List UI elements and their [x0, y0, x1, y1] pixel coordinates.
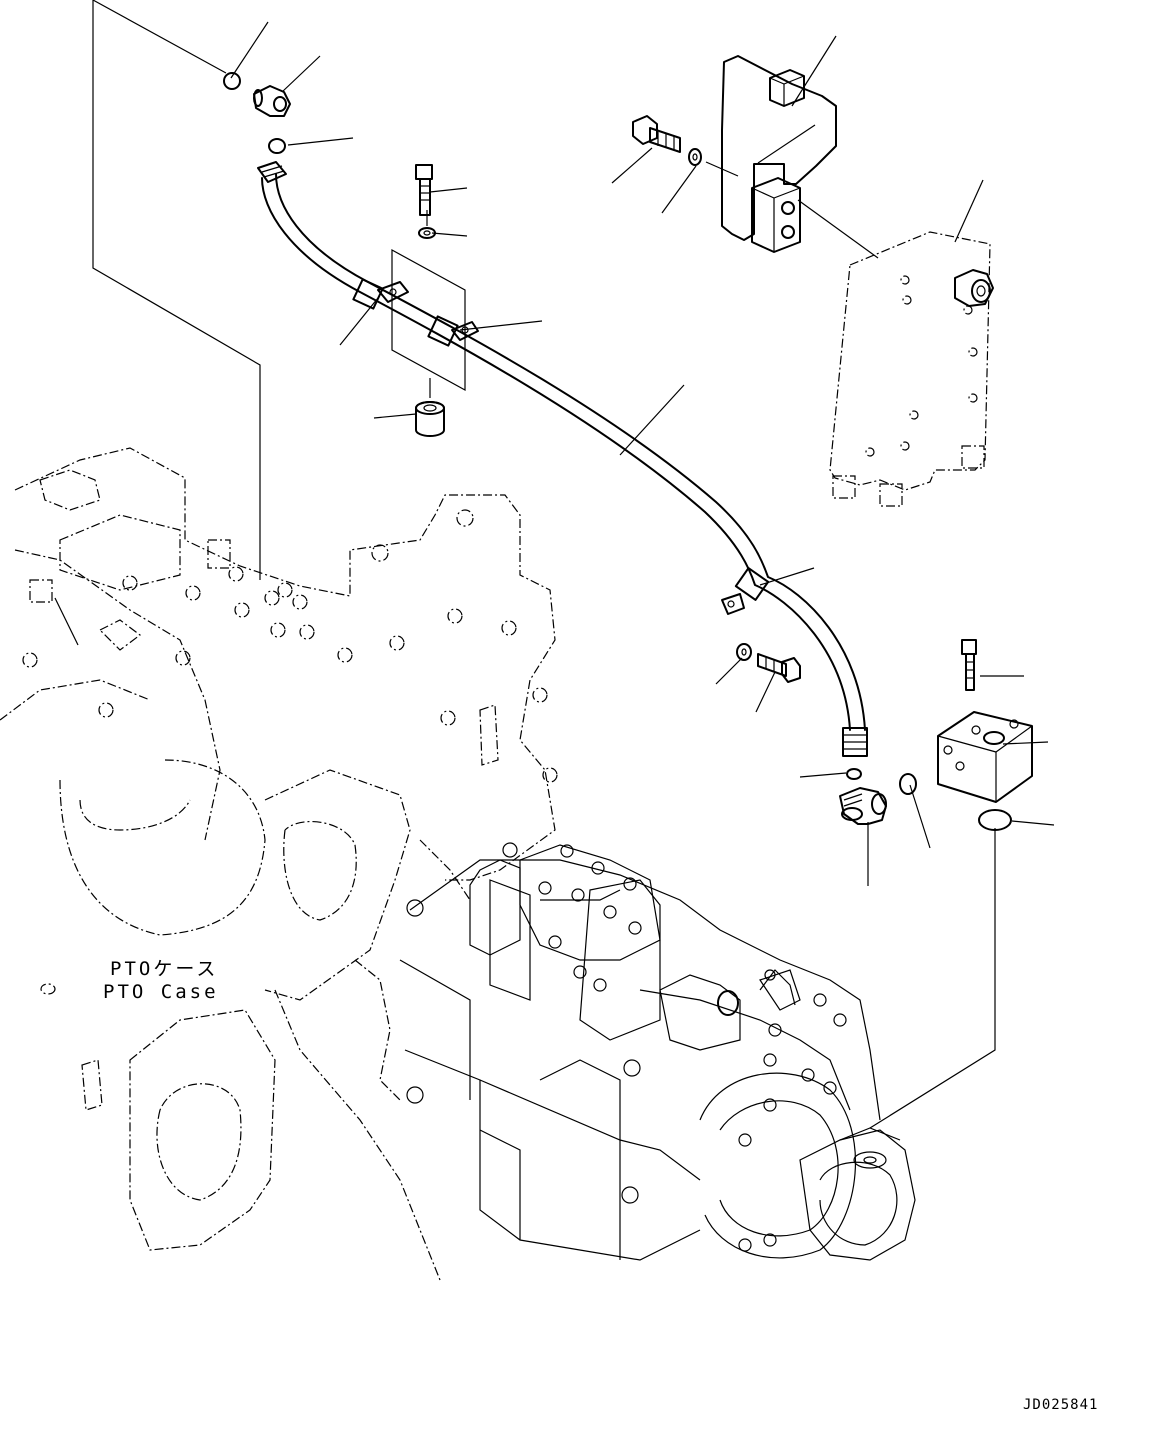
pto-case-label-jp: PTOケース — [110, 958, 218, 980]
elbow-fitting-top — [223, 72, 291, 154]
pto-case — [0, 447, 558, 1281]
hydraulic-pump — [399, 842, 916, 1261]
hydraulic-hose — [257, 161, 868, 757]
leader-lines — [54, 0, 1055, 1129]
clamp-bolt-lower — [736, 643, 801, 683]
elbow-fitting-bottom — [839, 768, 887, 825]
adapter-block — [899, 639, 1033, 831]
valve-plate — [829, 231, 994, 507]
drawing-code: JD025841 — [1023, 1397, 1098, 1413]
mounting-bracket — [632, 55, 837, 253]
pto-case-label-en: PTO Case — [103, 981, 219, 1003]
clamp-bolt-assembly — [391, 164, 466, 437]
